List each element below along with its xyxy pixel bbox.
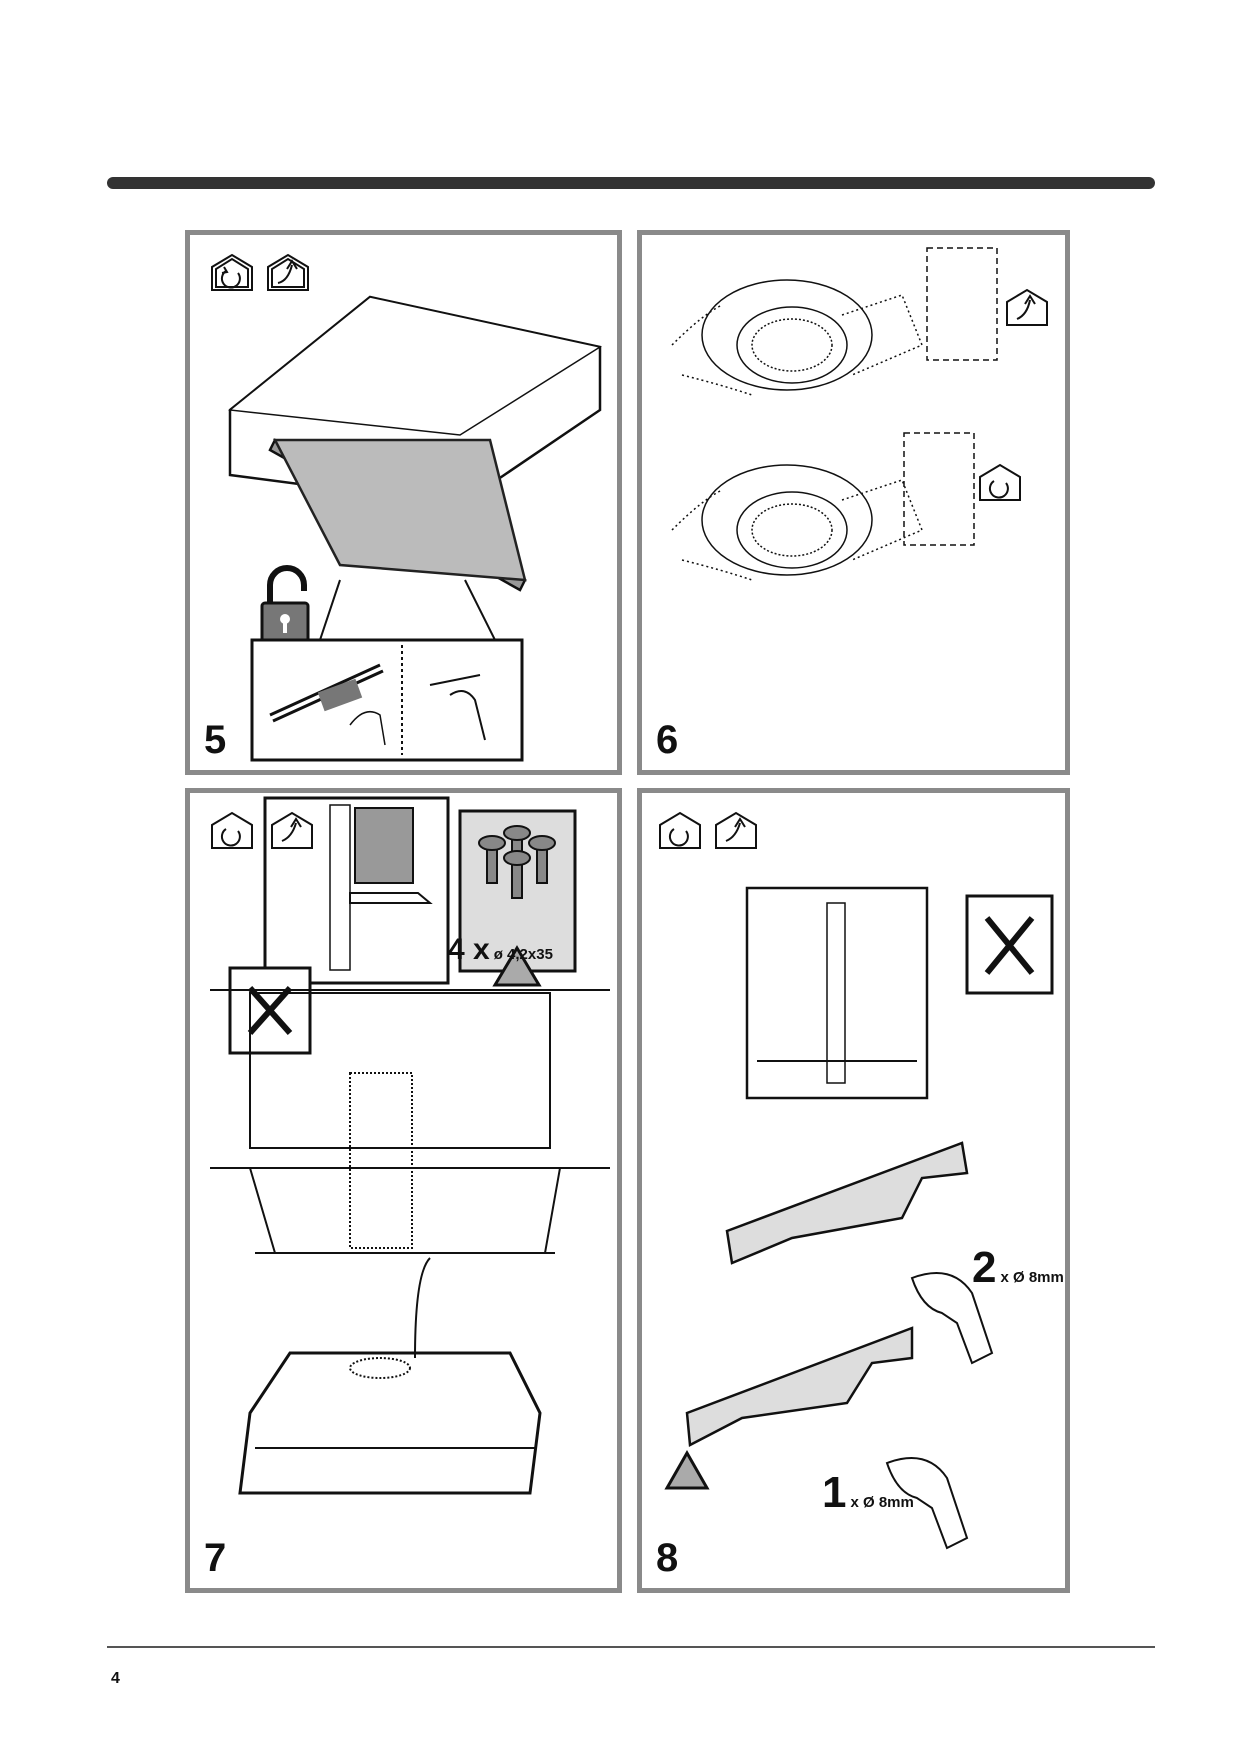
- step-number: 8: [656, 1536, 679, 1580]
- recirculation-mode-icon: [659, 811, 701, 849]
- step-number: 7: [204, 1536, 227, 1580]
- extraction-mode-icon: [1006, 288, 1048, 326]
- step-5-illustration: [211, 253, 602, 762]
- step-6-panel: 6: [637, 230, 1070, 775]
- warning-triangle-icon: [664, 1449, 710, 1490]
- header-rule: [107, 177, 1155, 189]
- page-number: 4: [111, 1670, 120, 1687]
- footer-rule: [107, 1646, 1155, 1648]
- step-6-illustration: [671, 247, 1048, 581]
- recirculation-mode-icon: [211, 253, 253, 291]
- cabinet: [354, 807, 414, 884]
- unlocked-padlock-icon: [260, 565, 310, 645]
- hood-assembly: [210, 989, 610, 1495]
- dashed-detail-top: [926, 247, 998, 361]
- no-tools-icon: [228, 966, 312, 1055]
- step-8-illustration: [659, 811, 1054, 1550]
- step-5-panel: 5: [185, 230, 622, 775]
- step-number: 5: [204, 718, 227, 762]
- wall-bracket-bottom: [685, 1326, 914, 1447]
- step-7-illustration: [210, 796, 610, 1495]
- no-tools-icon: [965, 894, 1054, 995]
- extraction-mode-icon: [715, 811, 757, 849]
- recirculation-mode-icon: [979, 463, 1021, 501]
- dashed-detail-bottom: [903, 432, 975, 546]
- filter-clip-detail: [250, 579, 524, 762]
- hood-drawing: [228, 295, 602, 592]
- wall-bracket-top: [725, 1141, 969, 1265]
- extraction-mode-icon: [267, 253, 309, 291]
- extraction-mode-icon: [271, 811, 313, 849]
- motor-fan-bottom: [671, 464, 923, 581]
- step-number: 6: [656, 718, 679, 762]
- drill-icon: [885, 1272, 994, 1550]
- warning-triangle-icon: [492, 945, 542, 987]
- wall: [329, 804, 351, 971]
- motor-fan-top: [671, 279, 923, 396]
- recirculation-mode-icon: [211, 811, 253, 849]
- screw-icons: [478, 825, 556, 899]
